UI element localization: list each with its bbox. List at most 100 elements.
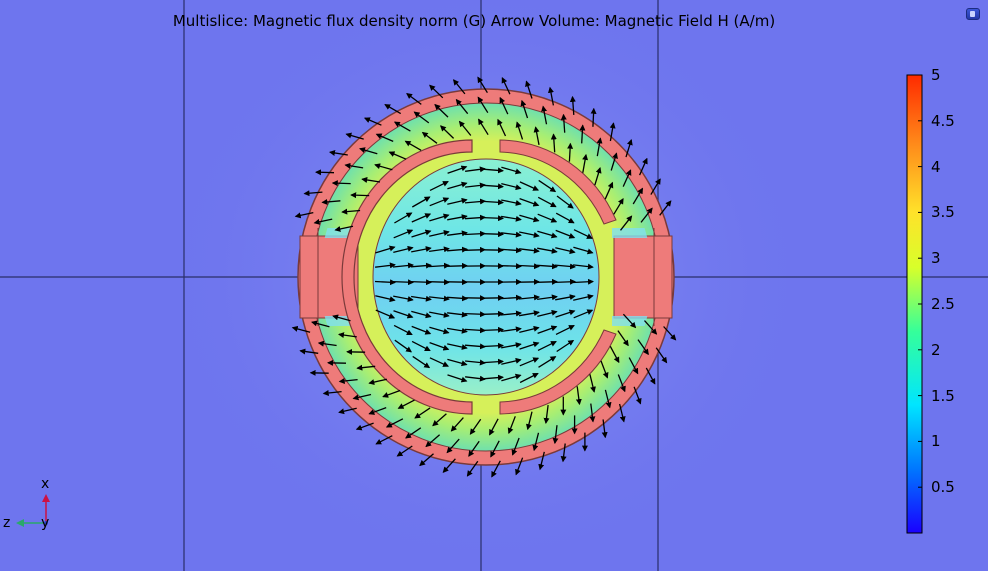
field-arrow [538,179,557,193]
field-arrow [537,294,558,301]
field-arrow [501,166,522,175]
field-arrow [355,422,374,431]
field-arrow [464,198,486,205]
field-arrow [590,107,597,127]
field-arrow [500,310,522,317]
field-arrow [645,367,656,385]
field-arrow [392,262,414,269]
field-arrow [447,165,468,174]
field-arrow [594,167,602,186]
field-arrow [500,247,522,254]
field-arrow [393,295,414,302]
field-arrow [555,229,576,239]
window-icon[interactable] [966,8,980,20]
field-arrow [519,325,540,334]
field-arrow [478,118,489,136]
field-arrow [573,263,594,270]
field-arrow [482,215,504,222]
colorbar-tick-label: 3.5 [931,203,955,222]
field-arrow [501,357,522,365]
field-arrow [520,99,529,119]
field-arrow [392,279,414,286]
field-arrow [442,458,456,473]
field-arrow [464,214,486,221]
field-arrow [604,389,612,409]
field-arrow [450,417,464,432]
field-arrow [329,150,348,156]
field-arrow [356,364,376,371]
field-arrow [429,341,450,351]
field-arrow [537,230,558,239]
field-arrow [432,413,447,427]
field-arrow [411,213,432,223]
field-arrow [393,229,414,239]
field-arrow [519,357,540,367]
field-arrow [338,332,357,339]
field-arrow [519,341,540,350]
field-arrow [429,295,450,302]
field-arrow [618,403,626,423]
field-arrow [525,411,533,431]
field-arrow [617,330,629,347]
field-arrow [465,182,486,189]
field-arrow [464,343,486,350]
field-arrow [359,147,378,155]
field-arrow [575,386,582,406]
field-arrow [452,79,466,95]
field-arrow [447,343,468,350]
field-arrow [388,151,407,160]
field-arrow [411,325,432,335]
field-arrow [538,356,557,368]
field-arrow [501,342,522,349]
field-arrow [518,263,540,270]
field-arrow [393,324,413,336]
field-arrow [501,76,511,95]
field-arrow [560,113,567,133]
plot-title: Multislice: Magnetic flux density norm (… [172,12,776,30]
field-arrow [537,247,558,254]
field-arrow [573,229,593,239]
field-arrow [465,375,486,382]
right-pole-piece[interactable] [613,235,673,319]
field-arrow [439,125,455,139]
inner-rotor-ring[interactable] [341,139,473,415]
field-arrow [573,309,594,319]
field-arrow [555,309,576,318]
field-arrow [361,177,381,183]
field-arrow [582,153,589,173]
field-arrow [537,196,557,208]
field-arrow [554,263,576,270]
colorbar-tick-label: 0.5 [931,478,955,497]
field-arrow [352,393,372,401]
field-arrow [550,133,557,153]
field-arrow [429,197,450,207]
field-arrow [617,374,626,393]
field-arrow [421,131,438,144]
field-arrow [501,231,522,238]
field-arrow [393,121,411,132]
field-arrow [429,357,450,367]
field-arrow [410,279,432,286]
field-arrow [464,311,486,318]
field-arrow [519,372,539,384]
field-arrow [538,451,545,471]
inner-rotor-ring-right-lower[interactable] [499,329,617,415]
field-arrow [537,309,558,318]
field-arrow [321,198,341,205]
field-arrow [411,246,432,253]
field-arrow [507,416,516,435]
field-arrow [317,340,337,347]
field-arrow [633,386,642,405]
colorbar-ticks [918,74,922,488]
field-arrow [414,407,431,419]
field-arrow [299,348,319,355]
field-arrow [532,432,540,452]
field-arrow [501,373,522,382]
field-arrow [464,327,486,334]
field-arrow [601,419,608,439]
field-arrow [411,310,432,319]
field-arrow [515,121,524,140]
inner-rotor-ring-right[interactable] [499,139,617,225]
